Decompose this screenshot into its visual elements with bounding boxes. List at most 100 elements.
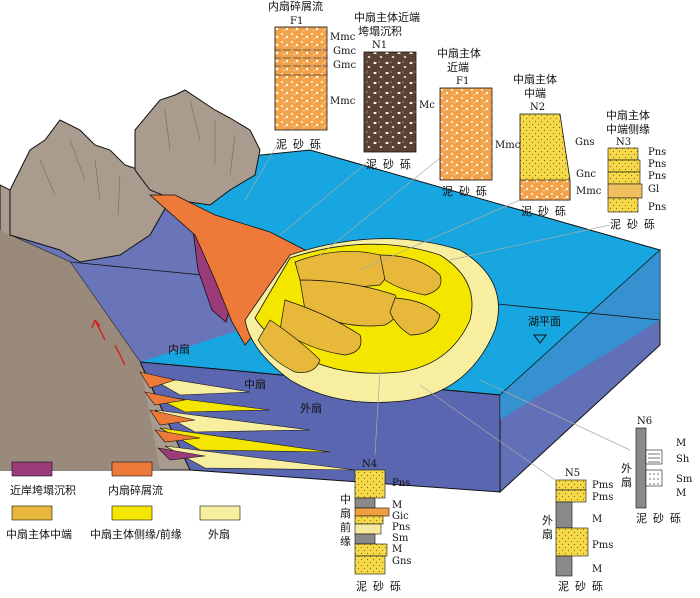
svg-text:Gns: Gns: [575, 137, 595, 148]
svg-text:砂: 砂: [373, 580, 384, 593]
svg-text:近端: 近端: [447, 61, 469, 74]
svg-text:Gmc: Gmc: [333, 46, 356, 57]
svg-text:M: M: [676, 438, 686, 449]
legend-swatch-0: [11, 461, 53, 477]
svg-text:砂: 砂: [293, 138, 304, 151]
svg-text:Mmc: Mmc: [330, 32, 356, 43]
fault-arrows: [91, 319, 126, 366]
zone-inner: 内扇: [168, 342, 190, 356]
svg-text:砾: 砾: [555, 205, 566, 218]
mountain-hatching: [39, 99, 236, 216]
svg-text:Mc: Mc: [419, 100, 435, 111]
zone-outer: 外扇: [300, 401, 322, 415]
svg-text:垮塌沉积: 垮塌沉积: [358, 24, 402, 38]
svg-text:M: M: [392, 500, 402, 511]
column-n4: N4 Pns M Gic Pns Sm M Gns 中 扇 前 缘 泥 砂 砾: [340, 459, 412, 593]
svg-text:外: 外: [542, 514, 553, 527]
svg-text:Pns: Pns: [648, 147, 666, 158]
svg-text:N5: N5: [565, 468, 580, 479]
svg-text:扇: 扇: [340, 506, 351, 520]
svg-text:砂: 砂: [383, 158, 394, 171]
svg-text:N6: N6: [637, 416, 652, 427]
svg-text:Sm: Sm: [676, 474, 693, 485]
svg-text:Mmc: Mmc: [330, 96, 356, 107]
right-face-top-band: [500, 250, 660, 420]
svg-text:N4: N4: [362, 459, 377, 470]
legend-label-4: 外扇: [208, 527, 230, 541]
svg-text:泥: 泥: [521, 205, 532, 218]
svg-text:砂: 砂: [459, 185, 470, 198]
leader-lines: [244, 139, 631, 481]
svg-text:Pns: Pns: [392, 522, 410, 533]
svg-text:中: 中: [340, 493, 351, 506]
svg-text:前: 前: [340, 520, 351, 534]
legend-swatch-1: [111, 461, 153, 477]
svg-text:Gl: Gl: [648, 184, 659, 195]
svg-text:M: M: [592, 564, 602, 575]
svg-text:泥: 泥: [636, 512, 647, 525]
svg-text:中端: 中端: [524, 87, 546, 100]
column-f1-left: 内扇碎屑流 F1 Mmc Gmc Gmc Mmc 泥 砂 砾: [268, 0, 356, 151]
middle-fan-lobes: [257, 250, 442, 373]
svg-text:Gic: Gic: [392, 511, 409, 522]
svg-text:Sm: Sm: [392, 533, 409, 544]
svg-text:砾: 砾: [400, 158, 411, 171]
legend-swatch-3: [111, 505, 153, 521]
svg-text:M: M: [592, 514, 602, 525]
svg-text:泥: 泥: [610, 218, 621, 231]
svg-text:砾: 砾: [476, 185, 487, 198]
column-n3: 中扇主体 中端侧缘 N3 Pns Pns Pns Gl Pns 泥 砂 砾: [606, 108, 666, 231]
svg-text:F1: F1: [290, 16, 303, 27]
column-n2: 中扇主体 中端 N2 Gns Gnc Mmc 泥 砂 砾: [513, 72, 602, 218]
svg-text:Pms: Pms: [592, 480, 613, 491]
svg-text:扇: 扇: [542, 527, 553, 541]
column-n6: N6 M Sh Sm M 外 扇 泥 砂 砾: [621, 416, 693, 525]
svg-text:N3: N3: [616, 137, 631, 148]
legend-swatch-4: [199, 505, 241, 521]
legend-label-2: 中扇主体中端: [6, 527, 72, 541]
svg-text:中扇主体: 中扇主体: [513, 72, 557, 86]
svg-text:Pns: Pns: [648, 159, 666, 170]
svg-text:N1: N1: [372, 40, 387, 51]
svg-text:扇: 扇: [621, 475, 632, 489]
svg-text:外: 外: [621, 462, 632, 475]
svg-text:Gmc: Gmc: [333, 60, 356, 71]
svg-text:砂: 砂: [653, 512, 664, 525]
svg-text:N2: N2: [530, 102, 545, 113]
svg-text:泥: 泥: [276, 138, 287, 151]
svg-text:Gnc: Gnc: [576, 169, 596, 180]
svg-text:砂: 砂: [575, 580, 586, 593]
svg-text:泥: 泥: [442, 185, 453, 198]
svg-text:Gns: Gns: [392, 556, 412, 567]
legend-label-1: 内扇碎屑流: [108, 483, 163, 497]
zone-middle: 中扇: [244, 377, 266, 391]
svg-text:M: M: [392, 544, 402, 555]
column-f1-right: 中扇主体 近端 F1 Mmc 泥 砂 砾: [437, 46, 521, 198]
legend: 近岸垮塌沉积 内扇碎屑流 中扇主体中端 中扇主体侧缘/前缘 外扇: [6, 461, 241, 541]
left-cliff-face: [0, 230, 160, 470]
legend-label-0: 近岸垮塌沉积: [10, 483, 76, 497]
lake-level-label: 湖平面: [528, 315, 561, 328]
svg-text:内扇碎屑流: 内扇碎屑流: [268, 0, 323, 13]
column-n5: N5 Pms Pms M Pms M 外 扇 泥 砂 砾: [542, 468, 613, 593]
svg-text:Mmc: Mmc: [576, 186, 602, 197]
svg-text:砂: 砂: [627, 218, 638, 231]
svg-text:M: M: [676, 488, 686, 499]
lake-level-marker: [533, 334, 547, 344]
svg-text:泥: 泥: [356, 580, 367, 593]
column-n1: 中扇主体近端 垮塌沉积 N1 Mc 泥 砂 砾: [354, 10, 435, 171]
legend-label-3: 中扇主体侧缘/前缘: [90, 527, 182, 541]
svg-text:F1: F1: [456, 76, 469, 87]
svg-text:砾: 砾: [390, 580, 401, 593]
svg-text:Mmc: Mmc: [495, 140, 521, 151]
svg-text:Pms: Pms: [592, 492, 613, 503]
svg-text:泥: 泥: [558, 580, 569, 593]
svg-text:Sh: Sh: [676, 454, 690, 465]
svg-text:中扇主体近端: 中扇主体近端: [354, 10, 420, 24]
legend-swatch-2: [11, 505, 53, 521]
svg-text:砂: 砂: [538, 205, 549, 218]
svg-text:砾: 砾: [310, 138, 321, 151]
svg-text:Pns: Pns: [648, 171, 666, 182]
